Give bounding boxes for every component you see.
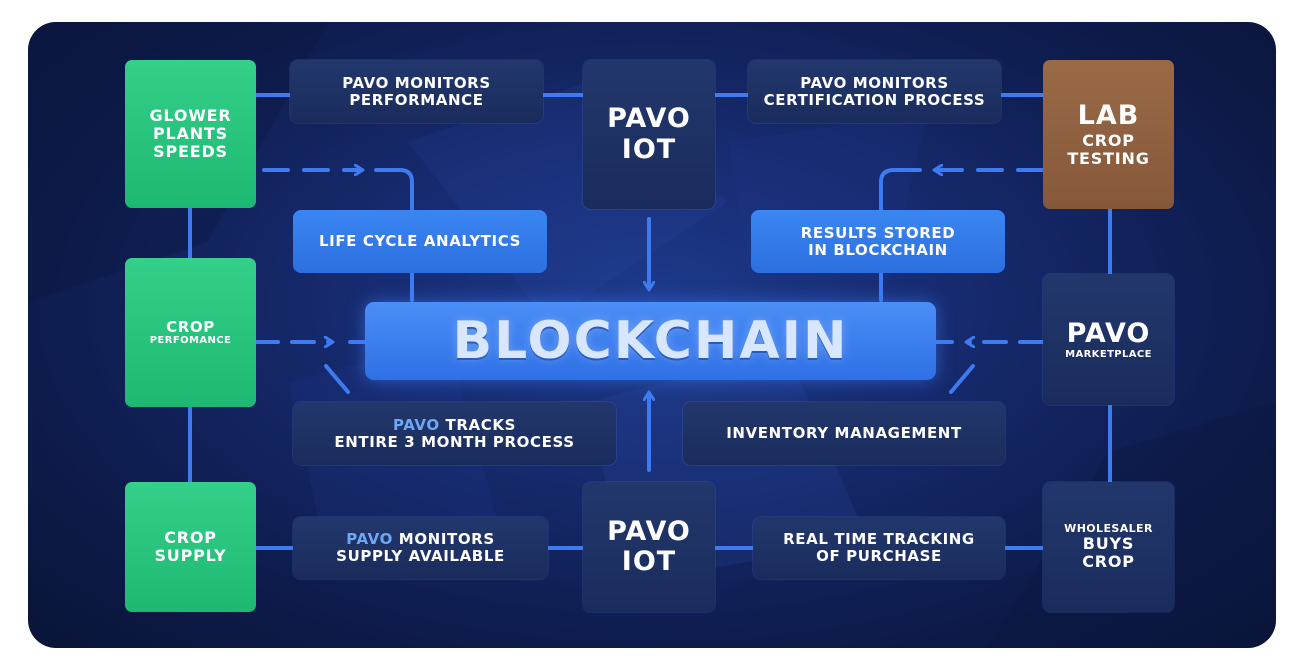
wholesaler-top: WHOLESALER: [1064, 521, 1153, 535]
monitors-supply-rest: MONITORS: [392, 530, 495, 549]
monitors-cert-line-2: CERTIFICATION PROCESS: [763, 90, 986, 109]
monitors-supply-line-1: PAVO MONITORS: [346, 531, 495, 548]
crop-perfomance-node: CROP PERFOMANCE: [125, 258, 256, 407]
marketplace-subtitle: MARKETPLACE: [1065, 349, 1152, 361]
realtime-line-2: OF PURCHASE: [816, 547, 942, 565]
results-stored-node: RESULTS STORED IN BLOCKCHAIN: [751, 210, 1005, 273]
iot-bottom-line-1: PAVO: [607, 515, 691, 547]
wholesaler-buys-crop-node: WHOLESALER BUYS CROP: [1043, 482, 1174, 612]
inventory-label: INVENTORY MANAGEMENT: [726, 424, 962, 443]
blockchain-node: BLOCKCHAIN: [365, 302, 936, 380]
pavo-monitors-performance-node: PAVO MONITORS PERFORMANCE: [290, 60, 543, 123]
results-line-2: IN BLOCKCHAIN: [808, 240, 948, 259]
crop-supply-line-2: SUPPLY: [154, 546, 227, 565]
wholesaler-line-1: BUYS: [1082, 534, 1135, 554]
monitors-supply-brand: PAVO: [346, 530, 393, 549]
results-line-1: RESULTS STORED: [800, 223, 956, 242]
blockchain-label: BLOCKCHAIN: [452, 310, 849, 371]
pavo-iot-top-node: PAVO IOT: [583, 60, 715, 209]
life-cycle-analytics-node: LIFE CYCLE ANALYTICS: [293, 210, 547, 273]
pavo-iot-bottom-node: PAVO IOT: [583, 482, 715, 612]
glower-line-3: SPEEDS: [153, 141, 228, 161]
lab-title: LAB: [1077, 100, 1140, 132]
connector: [374, 168, 414, 302]
glower-plants-speeds-node: GLOWER PLANTS SPEEDS: [125, 60, 256, 208]
realtime-line-1: REAL TIME TRACKING: [783, 530, 975, 549]
lab-line-2: TESTING: [1067, 148, 1150, 168]
pavo-monitors-certification-node: PAVO MONITORS CERTIFICATION PROCESS: [748, 60, 1001, 123]
tracks-line-1: PAVO TRACKS: [393, 415, 516, 434]
glower-line-1: GLOWER: [149, 106, 232, 126]
crop-supply-line-1: CROP: [164, 528, 217, 548]
tracks-rest: TRACKS: [439, 415, 516, 434]
connector: [879, 168, 922, 302]
monitors-perf-line-2: PERFORMANCE: [349, 90, 484, 109]
lab-line-1: CROP: [1082, 130, 1135, 150]
inventory-management-node: INVENTORY MANAGEMENT: [683, 402, 1005, 465]
iot-top-line-1: PAVO: [607, 103, 691, 135]
marketplace-title: PAVO: [1066, 317, 1151, 349]
crop-perf-title: CROP: [166, 317, 215, 336]
iot-bottom-line-2: IOT: [621, 546, 677, 577]
connector: [949, 364, 975, 394]
monitors-cert-line-1: PAVO MONITORS: [800, 73, 949, 92]
monitors-supply-line-2: SUPPLY AVAILABLE: [336, 547, 505, 565]
real-time-tracking-node: REAL TIME TRACKING OF PURCHASE: [753, 517, 1005, 579]
connector-lines: [188, 93, 1112, 550]
crop-perf-subtitle: PERFOMANCE: [149, 335, 232, 347]
wholesaler-line-2: CROP: [1082, 552, 1135, 572]
monitors-perf-line-1: PAVO MONITORS: [342, 73, 491, 92]
tracks-brand: PAVO: [393, 415, 440, 434]
connector: [324, 364, 350, 394]
glower-line-2: PLANTS: [153, 124, 228, 144]
pavo-marketplace-node: PAVO MARKETPLACE: [1043, 274, 1174, 405]
pavo-monitors-supply-node: PAVO MONITORS SUPPLY AVAILABLE: [293, 517, 548, 579]
iot-top-line-2: IOT: [621, 133, 677, 165]
crop-supply-node: CROP SUPPLY: [125, 482, 256, 612]
lab-crop-testing-node: LAB CROP TESTING: [1043, 60, 1174, 209]
life-cycle-label: LIFE CYCLE ANALYTICS: [319, 232, 521, 251]
tracks-line-2: ENTIRE 3 MONTH PROCESS: [334, 432, 575, 451]
diagram-canvas: GLOWER PLANTS SPEEDS CROP PERFOMANCE CRO…: [28, 22, 1276, 648]
pavo-tracks-node: PAVO TRACKS ENTIRE 3 MONTH PROCESS: [293, 402, 616, 465]
